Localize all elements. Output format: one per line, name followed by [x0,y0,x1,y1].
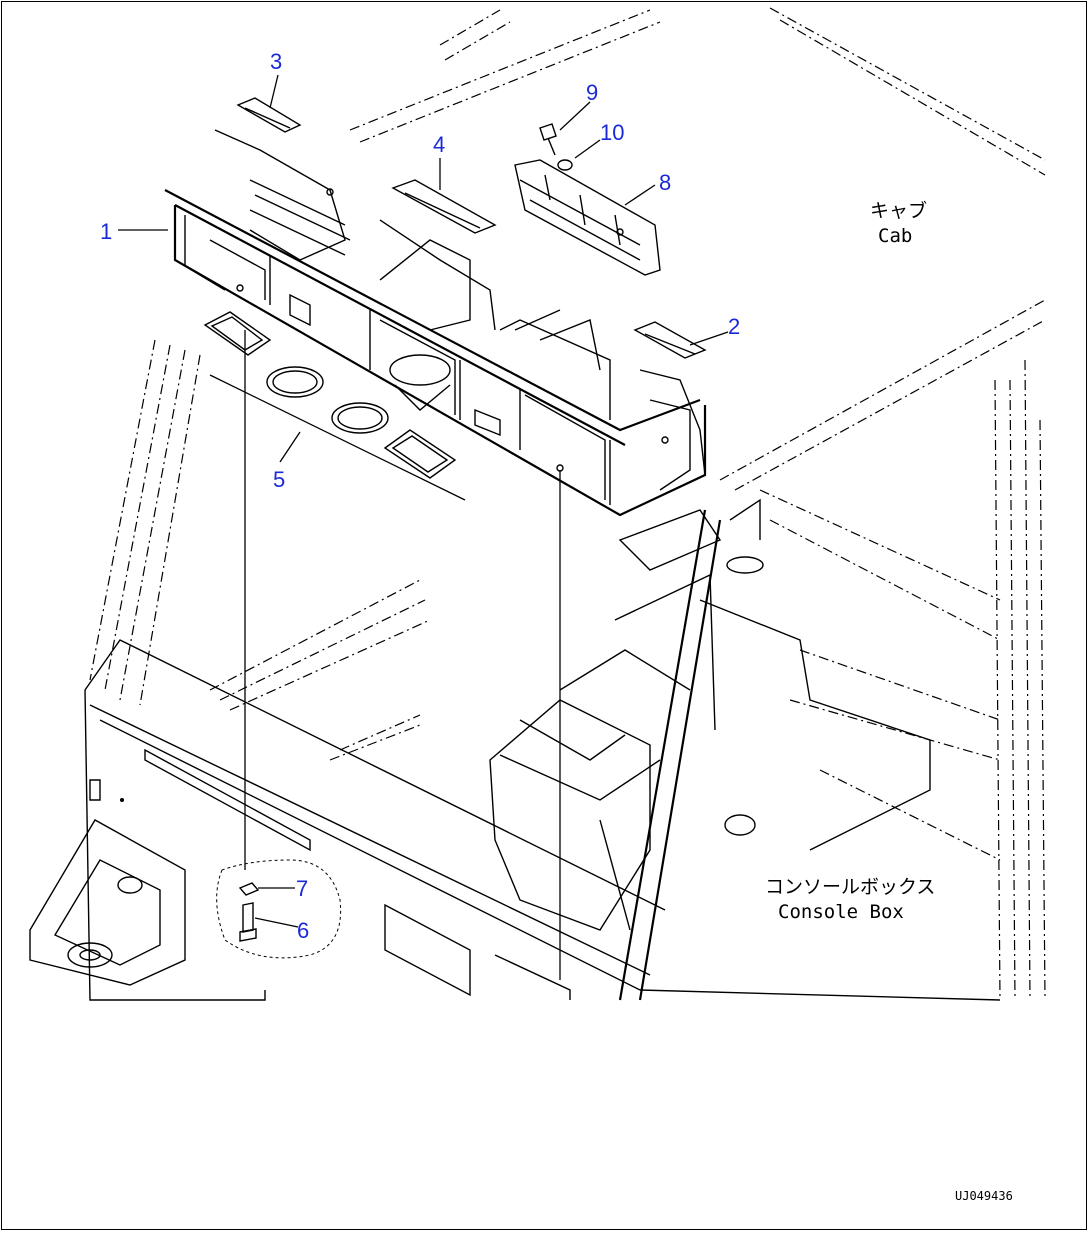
callout-6: 6 [297,918,309,943]
label-console-box-en: Console Box [778,901,904,923]
label-cab-en: Cab [878,225,912,247]
part-10-washer [557,159,573,171]
callout-leaders [118,74,729,928]
alignment-lines [244,309,561,980]
dashboard-panel-assembly [164,129,707,517]
part-9-bolt [539,123,557,156]
callout-1: 1 [100,219,112,244]
part-2-pad [633,321,707,359]
drawing-code: UJ049436 [955,1189,1013,1203]
part-4-pad [391,179,497,234]
callout-7: 7 [296,876,308,901]
part-5-gaskets [203,311,466,501]
part-8-cover [514,159,661,276]
floor-frame [29,639,1001,1001]
callout-10: 10 [600,120,624,145]
callout-3: 3 [270,49,282,74]
console-box [489,498,931,1001]
callout-9: 9 [586,80,598,105]
callout-4: 4 [433,132,445,157]
part-3-pad [236,97,302,133]
callout-2: 2 [728,314,740,339]
label-cab-jp: キャブ [870,199,927,222]
cab-frame-lines [89,7,1046,1001]
callout-5: 5 [273,467,285,492]
callout-8: 8 [659,170,671,195]
label-console-box-jp: コンソールボックス [765,876,935,898]
fastener-inset [216,859,342,959]
